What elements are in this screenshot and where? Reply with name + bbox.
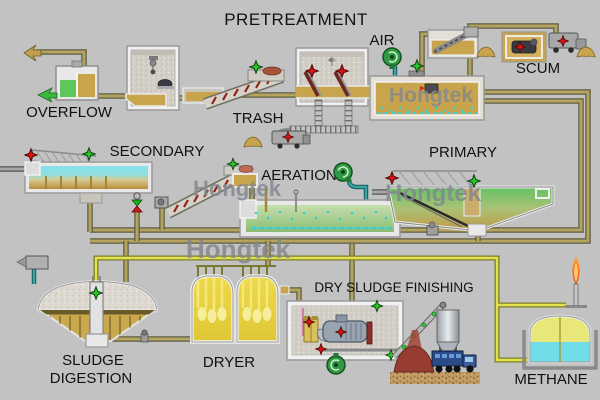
hoist-icon [149, 56, 158, 75]
sludge-dryer [190, 274, 290, 344]
pump-icon[interactable] [157, 79, 174, 90]
grit-pump[interactable] [420, 83, 439, 94]
digester-outlet-valve[interactable] [140, 329, 149, 343]
bar-screen-building [273, 47, 372, 138]
label-primary: PRIMARY [429, 144, 497, 161]
dryer-glow [197, 307, 272, 323]
building-sump [125, 93, 167, 107]
label-dryer: DRYER [203, 354, 255, 371]
label-scum: SCUM [516, 60, 560, 77]
dryer-spray-manifold [196, 265, 276, 277]
vent-fan-icon [328, 57, 336, 66]
influent-arrow [23, 44, 42, 62]
process-pipes [0, 23, 591, 342]
scum-truck[interactable] [548, 32, 587, 53]
label-aeration: AERATION [261, 167, 337, 184]
primary-clarifier [386, 185, 555, 237]
overflow-arrow [37, 87, 58, 103]
grit-chamber [369, 70, 485, 121]
grit-classifier [427, 26, 479, 59]
page-title: PRETREATMENT [224, 10, 368, 29]
pretreatment-building [125, 45, 180, 111]
dump-truck[interactable] [431, 350, 477, 373]
feed-tank [303, 316, 319, 343]
screenings-conveyor [182, 66, 285, 110]
clarifier-supports [45, 176, 107, 189]
diffuser-bubbles [380, 106, 474, 113]
overflow-tank [55, 60, 99, 101]
sludge-pump[interactable] [154, 196, 169, 209]
label-sludge-digestion-2: DIGESTION [50, 370, 133, 387]
label-overflow: OVERFLOW [26, 104, 113, 121]
watermark-hongtek-1: Hongtek [389, 84, 473, 107]
ground [390, 372, 480, 384]
bar-screen-rakes [303, 71, 352, 97]
label-sludge-digestion-1: SLUDGE [62, 352, 124, 369]
label-secondary: SECONDARY [110, 143, 205, 160]
label-air: AIR [369, 32, 394, 49]
trash-cart[interactable] [271, 130, 311, 149]
screenings-elevator [344, 99, 353, 131]
discharge-gate [366, 321, 373, 345]
finishing-room [286, 300, 404, 361]
screenings-elevator [314, 99, 323, 131]
gas-flare [565, 256, 587, 308]
label-trash: TRASH [233, 110, 284, 127]
sludge-digester [36, 276, 159, 348]
watermark-hongtek-4: Hongtek [186, 234, 291, 264]
primary-sludge-pump[interactable] [426, 221, 439, 236]
label-dry-sludge-finishing: DRY SLUDGE FINISHING [314, 280, 473, 295]
watermark-hongtek-3: Hongtek [385, 180, 482, 207]
label-methane: METHANE [514, 371, 587, 388]
dryer-sprays [196, 278, 269, 310]
aeration-tank [239, 186, 401, 238]
sludge-valve[interactable] [131, 192, 143, 213]
methane-gas-pipe [93, 255, 566, 363]
aeration-bubbles [254, 210, 388, 221]
methane-holder [522, 314, 598, 370]
digester-gas-box [16, 255, 49, 270]
sludge-screw-conveyor [165, 165, 258, 219]
watermark-hongtek-2: Hongtek [193, 176, 282, 201]
secondary-clarifier [24, 161, 153, 204]
